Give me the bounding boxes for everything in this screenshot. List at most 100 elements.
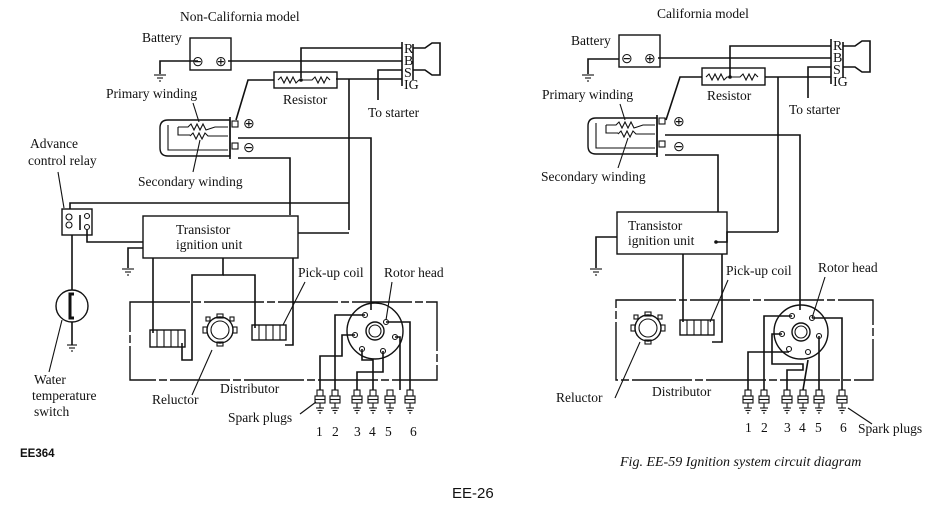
- rotor-head-pointer: [811, 276, 826, 319]
- right-diagram: California model Battery ⊖ ⊕ R B S IG To…: [541, 6, 922, 470]
- primary-winding-label: Primary winding: [106, 86, 197, 101]
- switch-terminal-IG: IG: [833, 75, 848, 90]
- ground-icon: [67, 344, 77, 352]
- left-distributor-box: [129, 301, 438, 381]
- ground-icon: [582, 74, 594, 82]
- plug-lead-6: [386, 321, 411, 390]
- left-reluctor: [202, 313, 238, 347]
- plug-number: 5: [385, 424, 392, 439]
- rotor-head-label: Rotor head: [818, 260, 878, 275]
- reluctor-label: Reluctor: [152, 392, 199, 407]
- resistor-to-coil-wire: [665, 76, 702, 121]
- spark-plug-icon: [781, 389, 793, 414]
- spark-plug-icon: [797, 389, 809, 414]
- coil-positive-terminal: ⊕: [243, 117, 255, 132]
- spark-plugs-label: Spark plugs: [228, 410, 292, 425]
- left-spark-plugs: [314, 389, 416, 414]
- resistor-label: Resistor: [283, 92, 328, 107]
- spark-plugs-pointer: [847, 407, 873, 425]
- reluctor-pointer: [614, 341, 641, 399]
- left-ignition-coil: ⊕ ⊖: [159, 117, 255, 159]
- left-distributor-cap: [346, 302, 404, 360]
- right-plug-numbers: 1 2 3 4 5 6: [745, 420, 847, 435]
- water-switch-label-1: Water: [34, 372, 66, 387]
- spark-plug-icon: [742, 389, 754, 414]
- right-resistor: Resistor: [701, 67, 766, 103]
- rotor-head-pointer: [385, 281, 393, 321]
- transistor-label-2: ignition unit: [628, 233, 695, 248]
- left-plug-numbers: 1 2 3 4 5 6: [316, 424, 417, 439]
- spark-plug-icon: [404, 389, 416, 414]
- battery-positive-terminal: ⊕: [215, 55, 227, 70]
- spark-plug-icon: [813, 389, 825, 414]
- left-advance-relay: [61, 208, 93, 236]
- primary-winding-label: Primary winding: [542, 87, 633, 102]
- spark-plugs-label: Spark plugs: [858, 421, 922, 436]
- battery-box: [189, 37, 232, 71]
- right-ignition-switch: R B S IG: [830, 39, 871, 90]
- plug-number: 1: [745, 420, 752, 435]
- coil-negative-to-unit-wire: [238, 157, 291, 215]
- reluctor-pointer: [191, 349, 213, 396]
- plug-lead-1: [747, 351, 789, 390]
- unit-IG-wire: [716, 231, 778, 243]
- switch-terminal-S: S: [833, 63, 841, 78]
- battery-label: Battery: [142, 30, 182, 45]
- advance-relay-pointer: [57, 171, 65, 209]
- switch-terminal-S: S: [404, 66, 412, 81]
- advance-relay-label-1: Advance: [30, 136, 78, 151]
- secondary-winding-label: Secondary winding: [138, 174, 243, 189]
- plug-lead-2: [763, 315, 792, 390]
- rotor-head-label: Rotor head: [384, 265, 444, 280]
- plug-number: 3: [784, 420, 791, 435]
- right-battery: Battery ⊖ ⊕: [571, 33, 661, 82]
- left-battery: Battery ⊖ ⊕: [142, 30, 232, 82]
- right-title: California model: [657, 6, 749, 21]
- page-number: EE-26: [452, 485, 494, 502]
- ground-icon: [590, 268, 602, 276]
- right-transistor-unit: Transistor ignition unit: [616, 211, 728, 255]
- spark-plug-icon: [367, 389, 379, 414]
- to-starter-label: To starter: [368, 105, 420, 120]
- primary-winding-pointer: [192, 102, 200, 123]
- secondary-winding-pointer: [192, 139, 201, 173]
- right-reluctor: [630, 311, 666, 345]
- resistor-to-R-wire: [300, 47, 402, 78]
- primary-winding-pointer: [619, 103, 626, 121]
- unit-ground-wire: [595, 236, 617, 268]
- coil-negative-terminal: ⊖: [673, 140, 685, 155]
- left-transistor-unit: Transistor ignition unit: [142, 215, 299, 259]
- switch-terminal-B: B: [833, 51, 842, 66]
- right-ignition-coil: ⊕ ⊖: [587, 115, 685, 157]
- left-water-temp-switch: [55, 289, 89, 352]
- left-diagram: Non-California model Battery ⊖ ⊕ R B S I…: [20, 9, 444, 460]
- unit-to-coil2-wire: [223, 274, 256, 328]
- transistor-label-1: Transistor: [176, 222, 231, 237]
- distributor-label: Distributor: [652, 384, 712, 399]
- coil-to-distributor-wire: [665, 134, 801, 310]
- switch-terminal-B: B: [404, 54, 413, 69]
- switch-terminal-IG: IG: [404, 78, 419, 93]
- plug-number: 4: [799, 420, 806, 435]
- water-switch-pointer: [48, 319, 63, 373]
- battery-negative-terminal: ⊖: [192, 55, 204, 70]
- battery-positive-terminal: ⊕: [644, 52, 656, 67]
- distributor-label: Distributor: [220, 381, 280, 396]
- secondary-winding-label: Secondary winding: [541, 169, 646, 184]
- spark-plug-icon: [351, 389, 363, 414]
- figure-code: EE364: [20, 448, 55, 460]
- unit-ground-wire: [127, 247, 143, 268]
- plug-lead-3: [771, 333, 804, 390]
- water-switch-label-2: temperature: [32, 388, 96, 403]
- advance-relay-label-2: control relay: [28, 153, 97, 168]
- battery-ground-wire: [159, 60, 198, 74]
- pickup-coil-pointer: [709, 279, 729, 323]
- coil-negative-to-unit-wire: [665, 154, 719, 212]
- pickup-coil-label: Pick-up coil: [298, 265, 364, 280]
- to-starter-label: To starter: [789, 102, 841, 117]
- secondary-winding-pointer: [617, 137, 629, 169]
- left-title: Non-California model: [180, 9, 300, 24]
- plug-number: 2: [761, 420, 768, 435]
- left-coil-a: [149, 329, 186, 348]
